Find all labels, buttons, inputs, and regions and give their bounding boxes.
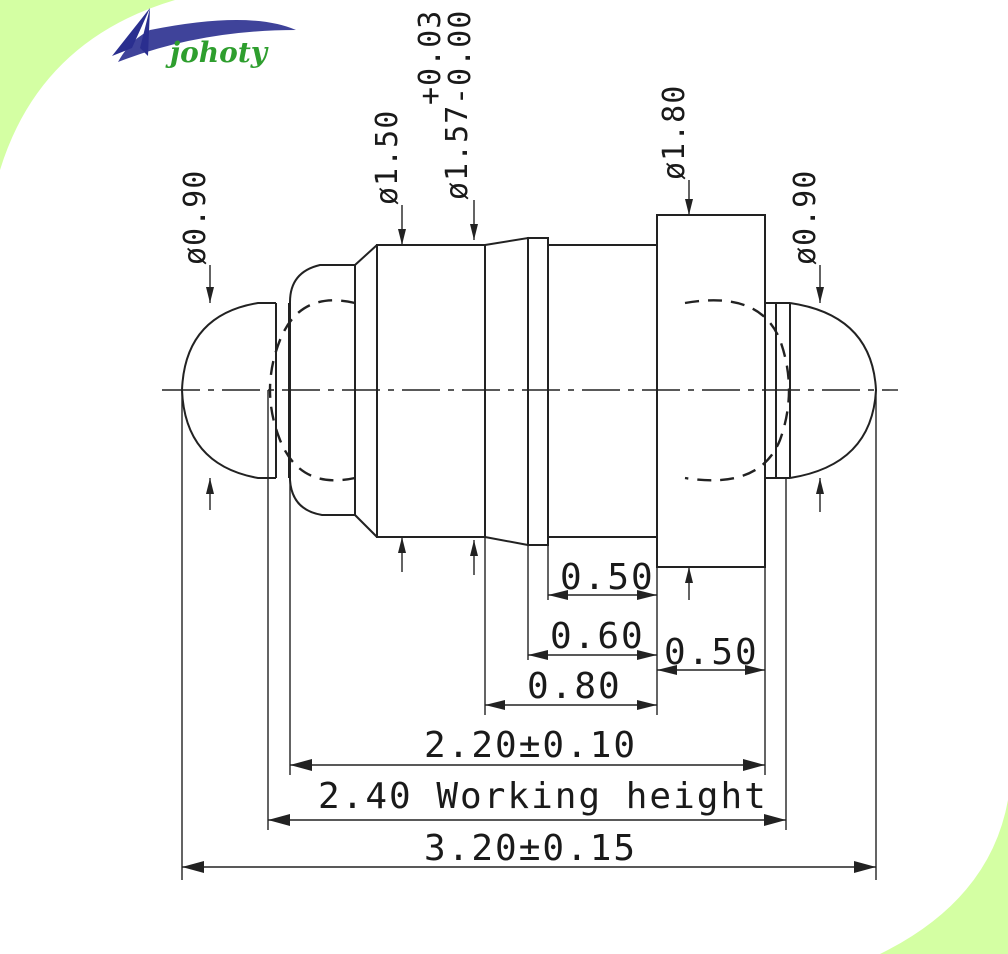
barrel-taper	[484, 236, 529, 547]
label-barrel-tol-plus: +0.03	[413, 10, 448, 105]
johoty-logo: johoty	[112, 8, 296, 69]
label-left-tip-diameter: ø0.90	[178, 170, 213, 265]
label-right-tip-diameter: ø0.90	[788, 170, 823, 265]
label-len-050-b: 0.50	[664, 632, 759, 673]
corner-decoration-top-left	[0, 0, 175, 170]
label-len-080: 0.80	[527, 666, 622, 707]
label-len-060: 0.60	[550, 616, 645, 657]
flange	[656, 214, 766, 568]
plunger-cap	[289, 264, 355, 516]
label-body-diameter: ø1.50	[370, 110, 405, 205]
label-len-050-a: 0.50	[560, 557, 655, 598]
label-flange-diameter: ø1.80	[657, 85, 692, 180]
logo-wordmark: johoty	[165, 36, 269, 69]
corner-decoration-bottom-right	[880, 800, 1008, 954]
label-len-240: 2.40 Working height	[318, 776, 768, 817]
label-len-220: 2.20±0.10	[424, 725, 637, 766]
label-barrel-diameter: ø1.57	[440, 105, 475, 200]
barrel-body	[376, 244, 486, 538]
label-len-320: 3.20±0.15	[424, 828, 637, 869]
right-hidden-ball	[684, 299, 791, 482]
label-barrel-tol-minus: -0.00	[443, 10, 478, 105]
left-hidden-ball	[268, 299, 356, 482]
